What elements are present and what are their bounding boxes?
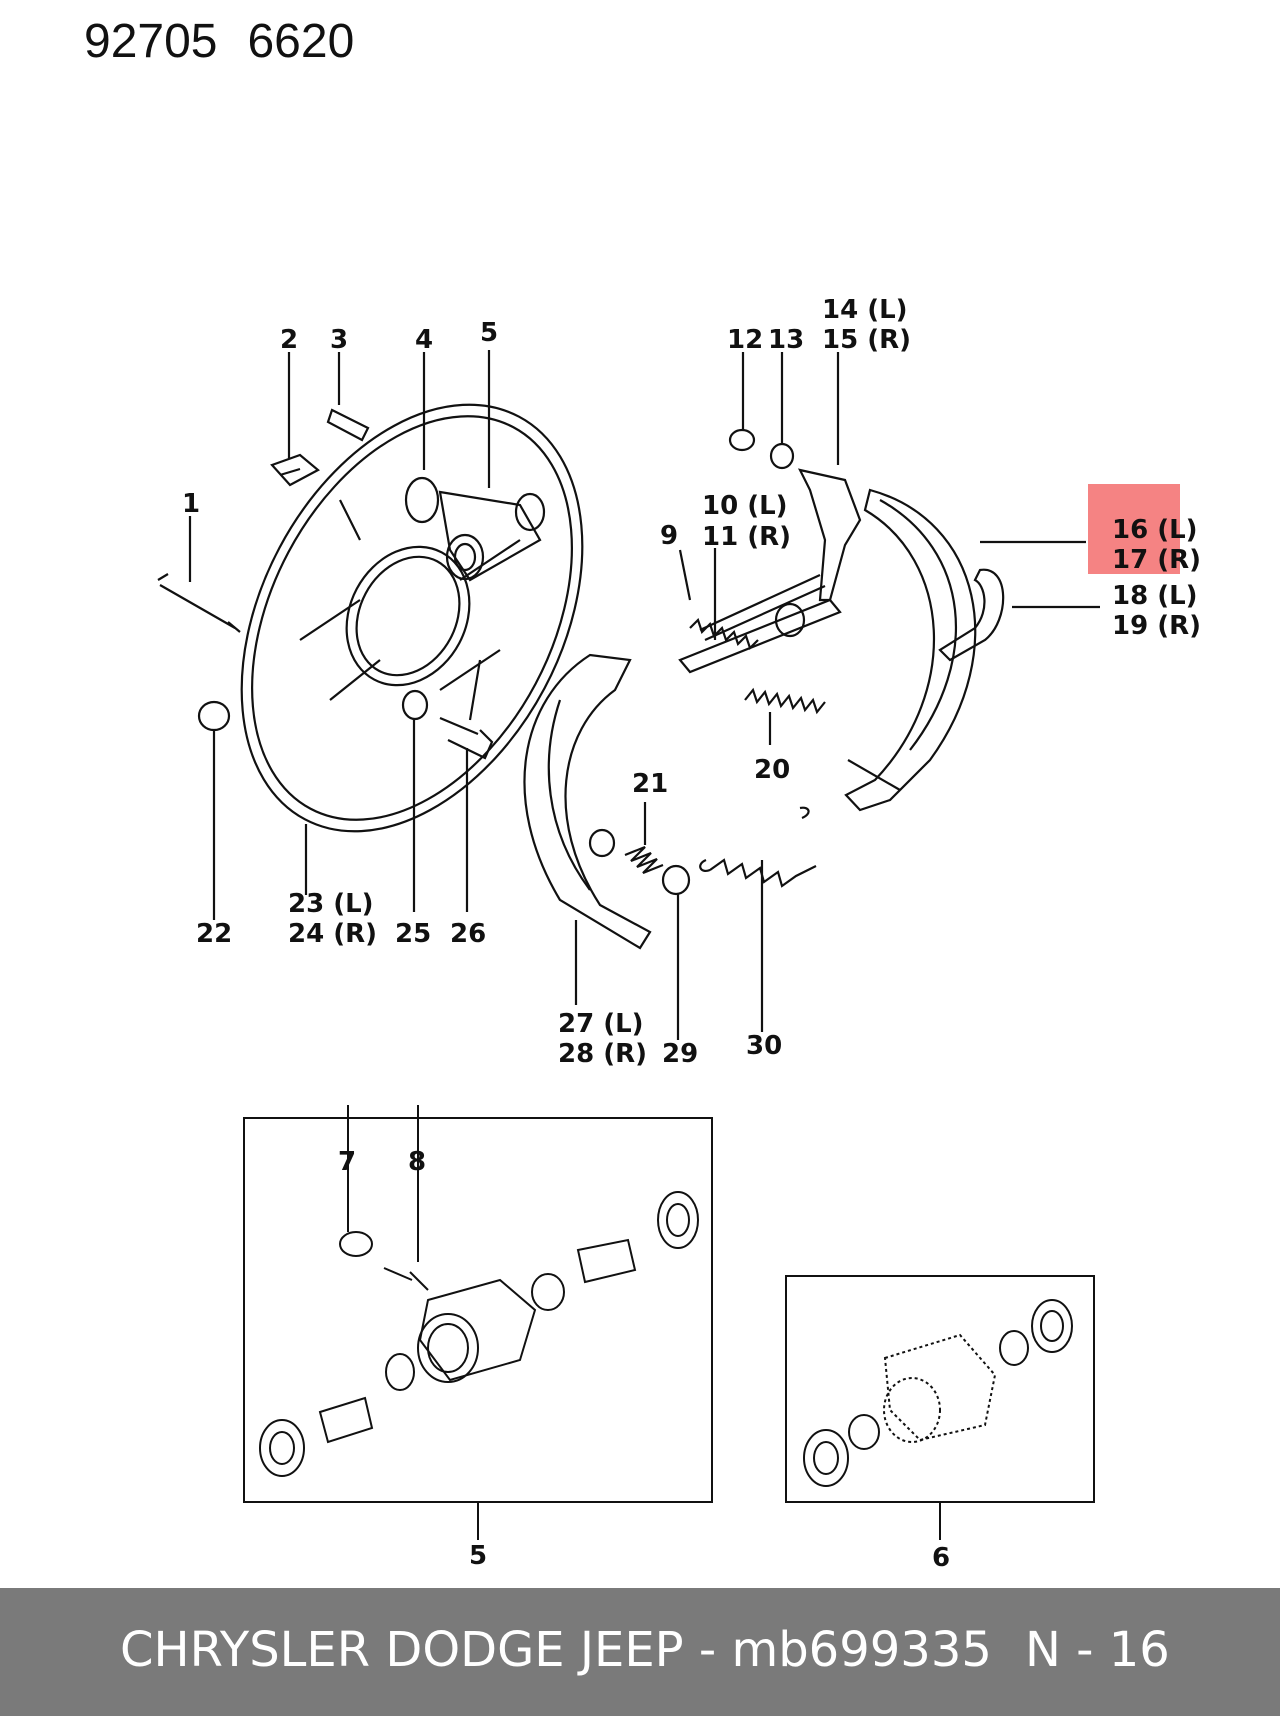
callout-9: 9 xyxy=(660,521,678,551)
footer-page-number: N - 16 xyxy=(1025,1622,1170,1678)
callout-28: 28 (R) xyxy=(558,1039,647,1069)
part-code-a: 92705 xyxy=(84,15,218,68)
brake-shoe-right xyxy=(844,488,977,812)
callout-inset-6: 6 xyxy=(932,1543,950,1573)
spring-part-30 xyxy=(699,806,817,888)
callout-10: 10 (L) xyxy=(702,491,788,521)
callout-22: 22 xyxy=(196,919,232,949)
callout-26: 26 xyxy=(450,919,486,949)
callout-12: 12 xyxy=(727,325,763,355)
callout-30: 30 xyxy=(746,1031,782,1061)
highlight-box xyxy=(1088,484,1180,574)
callout-19: 19 (R) xyxy=(1112,611,1201,641)
brake-shoe-left xyxy=(523,653,652,950)
callout-25: 25 xyxy=(395,919,431,949)
callout-inset-5: 5 xyxy=(469,1541,487,1571)
callout-labels: 1 2 3 4 5 9 10 (L) 11 (R) 12 13 14 (L) 1… xyxy=(182,295,1201,1573)
callout-18: 18 (L) xyxy=(1112,581,1198,611)
callout-23: 23 (L) xyxy=(288,889,374,919)
callout-8: 8 xyxy=(408,1147,426,1177)
callout-13: 13 xyxy=(768,325,804,355)
callout-4: 4 xyxy=(415,325,433,355)
document-id: 92705 6620 xyxy=(84,14,384,69)
backing-plate xyxy=(240,403,584,833)
callout-11: 11 (R) xyxy=(702,522,791,552)
callout-27: 27 (L) xyxy=(558,1009,644,1039)
drawing-lines xyxy=(157,350,1100,1040)
lever-part-14-15 xyxy=(797,468,862,602)
inset-box-5 xyxy=(243,1105,713,1540)
callout-21: 21 xyxy=(632,769,668,799)
pin-part-1 xyxy=(157,573,241,633)
callout-24: 24 (R) xyxy=(288,919,377,949)
callout-29: 29 xyxy=(662,1039,698,1069)
leader-lines xyxy=(188,350,1100,1040)
cap-part-22 xyxy=(197,700,231,732)
cap-part-29 xyxy=(661,864,691,896)
inset-box-6 xyxy=(785,1275,1095,1540)
callout-5: 5 xyxy=(480,318,498,348)
callout-3: 3 xyxy=(330,325,348,355)
washer-part-25 xyxy=(401,689,429,721)
callout-20: 20 xyxy=(754,755,790,785)
spring-part-21 xyxy=(624,845,664,875)
callout-2: 2 xyxy=(280,325,298,355)
wheel-cylinder xyxy=(404,476,546,582)
part-code-b: 6620 xyxy=(247,15,355,68)
footer-bar: CHRYSLER DODGE JEEP - mb699335 N - 16 xyxy=(0,1588,1280,1716)
bleeder-part-3 xyxy=(326,408,370,442)
callout-15: 15 (R) xyxy=(822,325,911,355)
lever-part-18-19 xyxy=(938,568,1005,662)
cup-part-12 xyxy=(728,428,756,452)
callout-1: 1 xyxy=(182,489,200,519)
footer-brand-part: CHRYSLER DODGE JEEP - mb699335 xyxy=(120,1622,992,1678)
adjuster-assembly xyxy=(678,574,842,715)
retainer-left xyxy=(588,828,616,858)
callout-16: 16 (L) xyxy=(1112,515,1198,545)
callout-7: 7 xyxy=(338,1147,356,1177)
cup-part-13 xyxy=(769,442,795,470)
callout-17: 17 (R) xyxy=(1112,545,1201,575)
clip-part-2 xyxy=(270,453,320,487)
callout-14: 14 (L) xyxy=(822,295,908,325)
